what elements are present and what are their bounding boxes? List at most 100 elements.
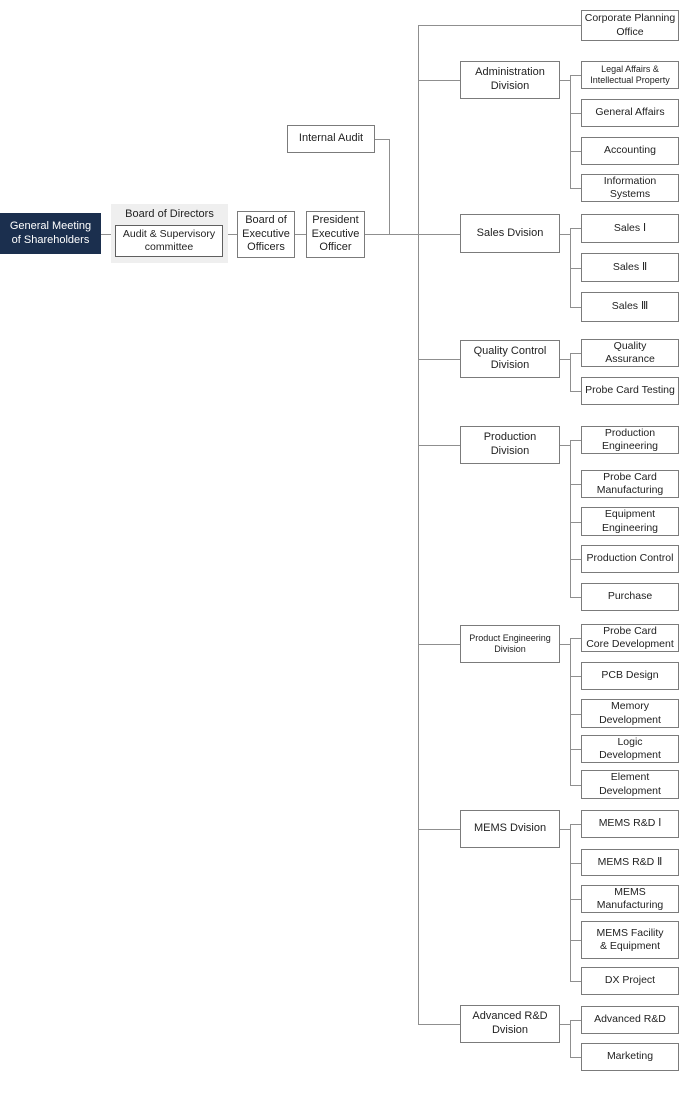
org-box-label: PCB Design	[601, 669, 659, 682]
org-box-label: Administration	[475, 66, 545, 79]
org-box-label: Sales Ⅰ	[613, 221, 647, 234]
org-box-probe-card-testing: Probe Card Testing	[581, 377, 679, 405]
org-box-dx-project: DX Project	[581, 967, 679, 995]
connector-line	[418, 25, 419, 1024]
org-box-label: Manufacturing	[596, 899, 664, 911]
connector-line	[570, 75, 571, 188]
connector-line	[570, 1020, 581, 1021]
connector-line	[570, 824, 581, 825]
org-box-label: Quality Control	[473, 345, 547, 358]
connector-line	[418, 359, 460, 360]
connector-line	[570, 785, 581, 786]
org-box-marketing: Marketing	[581, 1043, 679, 1071]
org-box-label: & Equipment	[599, 940, 661, 952]
org-box-label: Equipment	[604, 508, 656, 521]
org-box-label: Division	[490, 80, 530, 92]
connector-line	[570, 824, 571, 981]
connector-line	[560, 80, 570, 81]
org-box-sales-2: Sales Ⅱ	[581, 253, 679, 282]
org-box-accounting: Accounting	[581, 137, 679, 165]
connector-line	[560, 359, 570, 360]
org-box-sales-division: Sales Dvision	[460, 214, 560, 253]
connector-line	[570, 940, 581, 941]
connector-line	[570, 522, 581, 523]
connector-line	[418, 1024, 460, 1025]
connector-line	[570, 151, 581, 152]
org-box-label: MEMS Dvision	[473, 822, 547, 835]
connector-line	[570, 440, 581, 441]
org-box-label: President	[312, 213, 359, 226]
org-box-advanced-rd: Advanced R&D	[581, 1006, 679, 1034]
org-box-label: Logic	[617, 735, 643, 748]
org-box-pcb-design: PCB Design	[581, 662, 679, 690]
org-box-label: MEMS Facility	[596, 926, 664, 939]
org-box-label: Legal Affairs &	[601, 63, 659, 74]
connector-line	[365, 234, 460, 235]
org-box-production-control: Production Control	[581, 545, 679, 573]
org-box-label: Development	[599, 784, 661, 797]
connector-line	[570, 981, 581, 982]
org-box-mems-facility-equipment: MEMS Facility& Equipment	[581, 921, 679, 959]
org-box-label: Sales Ⅱ	[612, 260, 648, 273]
connector-line	[570, 307, 581, 308]
org-box-label: Sales Dvision	[476, 226, 544, 239]
org-box-label: Probe Card	[603, 624, 657, 637]
connector-line	[375, 139, 389, 140]
org-box-label: Development	[599, 713, 661, 726]
org-box-label: Quality	[613, 339, 647, 352]
org-box-label: Advanced R&D	[472, 1010, 548, 1023]
connector-line	[560, 445, 570, 446]
connector-line	[570, 484, 581, 485]
org-box-label: DX Project	[604, 974, 656, 987]
connector-line	[570, 228, 581, 229]
connector-line	[570, 559, 581, 560]
org-box-label: General Affairs	[595, 106, 665, 119]
connector-line	[570, 391, 581, 392]
connector-line	[570, 188, 581, 189]
org-box-label: MEMS R&D Ⅰ	[598, 817, 662, 830]
connector-line	[228, 234, 237, 235]
connector-line	[570, 353, 571, 391]
org-box-label: Product Engineering	[469, 632, 551, 643]
org-box-label: Officer	[319, 241, 352, 254]
org-box-label: Element	[610, 771, 650, 784]
connector-line	[570, 440, 571, 597]
org-box-label: Division	[490, 359, 530, 371]
org-box-label: Division	[494, 644, 526, 654]
connector-line	[570, 228, 571, 307]
org-box-label: of Shareholders	[11, 233, 90, 246]
connector-line	[560, 234, 570, 235]
org-box-label: Board of	[245, 213, 287, 226]
org-box-label: committee	[144, 241, 194, 253]
org-box-label: Intellectual Property	[590, 75, 670, 85]
connector-line	[418, 25, 581, 26]
org-box-label: Office	[616, 25, 644, 38]
connector-line	[570, 638, 581, 639]
org-box-sales-1: Sales Ⅰ	[581, 214, 679, 243]
org-box-label: General Meeting	[9, 219, 92, 232]
org-box-mems-rd-2: MEMS R&D Ⅱ	[581, 849, 679, 876]
connector-line	[560, 829, 570, 830]
org-box-label: Sales Ⅲ	[611, 300, 649, 313]
org-box-label: Audit & Supervisory	[122, 227, 216, 240]
connector-line	[570, 353, 581, 354]
connector-line	[560, 1024, 570, 1025]
connector-line	[418, 829, 460, 830]
org-box-legal-affairs-intellectual-property: Legal Affairs &Intellectual Property	[581, 61, 679, 89]
org-box-label: Memory	[611, 700, 649, 713]
org-box-label: MEMS R&D Ⅱ	[597, 855, 663, 868]
connector-line	[295, 234, 306, 235]
org-box-label: Probe Card Testing	[585, 384, 675, 397]
